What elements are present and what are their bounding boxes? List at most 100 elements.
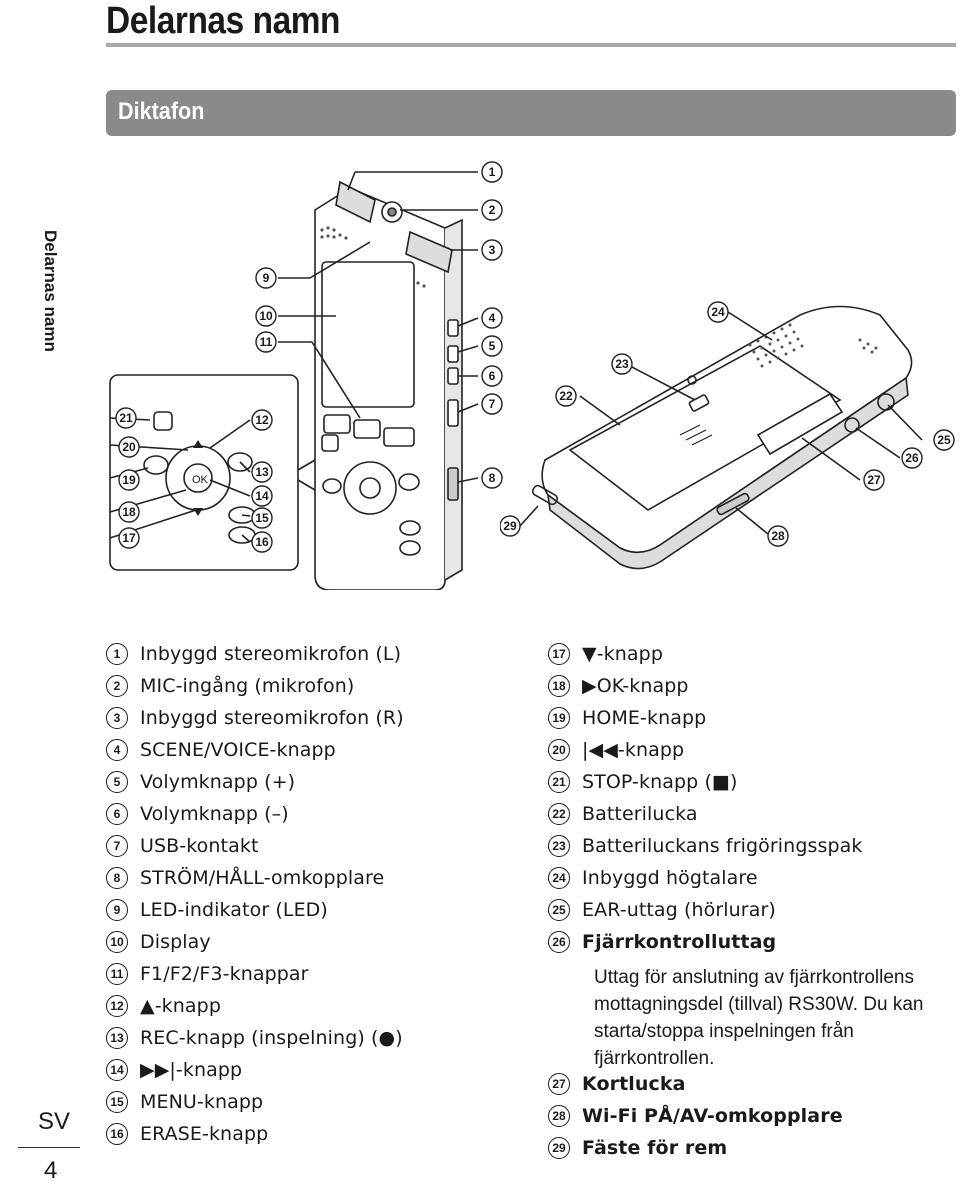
part-label: Display <box>140 931 211 953</box>
callout-12: 12 <box>251 409 273 431</box>
language-divider <box>18 1147 80 1148</box>
callout-number: 23 <box>548 835 570 857</box>
callout-number: 12 <box>106 995 128 1017</box>
part-label: MENU-knapp <box>140 1091 264 1113</box>
ear-jack <box>877 393 895 411</box>
callout-number: 21 <box>548 771 570 793</box>
svg-text:28: 28 <box>771 529 785 543</box>
power-hold-switch <box>447 467 459 501</box>
list-item: 9 LED-indikator (LED) <box>106 894 404 926</box>
callout-number: 9 <box>106 899 128 921</box>
callout-7: 7 <box>481 393 503 415</box>
part-label: SCENE/VOICE-knapp <box>140 739 336 761</box>
device-illustration: OK <box>109 161 923 590</box>
svg-text:1: 1 <box>489 165 496 179</box>
back-callouts: 22 23 25 26 27 28 29 <box>500 353 955 547</box>
svg-text:12: 12 <box>255 413 269 427</box>
svg-text:15: 15 <box>255 511 269 525</box>
f3-button <box>383 427 415 447</box>
part-label: |◀◀-knapp <box>582 739 685 761</box>
callout-23: 23 <box>611 353 633 375</box>
part-label: Fjärrkontrolluttag <box>582 931 777 953</box>
list-item: 20|◀◀-knapp <box>548 734 862 766</box>
part-label: STOP-knapp (■) <box>582 771 738 793</box>
part-label: Volymknapp (–) <box>140 803 289 825</box>
part-label: ▲-knapp <box>140 995 221 1017</box>
callout-number: 6 <box>106 803 128 825</box>
svg-text:5: 5 <box>489 339 496 353</box>
front-nav-ring <box>343 461 397 515</box>
part-label: USB-kontakt <box>140 835 259 857</box>
callout-number: 25 <box>548 899 570 921</box>
callout-number: 28 <box>548 1105 570 1127</box>
callout-21: 21 <box>115 407 137 429</box>
svg-text:21: 21 <box>119 411 133 425</box>
part-label: ▶OK-knapp <box>582 675 689 697</box>
front-grille-left <box>320 226 348 240</box>
svg-text:4: 4 <box>489 311 496 325</box>
svg-text:9: 9 <box>263 271 270 285</box>
callout-27: 27 <box>863 469 885 491</box>
part-label: Kortlucka <box>582 1073 686 1095</box>
callout-number: 27 <box>548 1073 570 1095</box>
callout-4: 4 <box>481 307 503 329</box>
part-label: REC-knapp (inspelning) (●) <box>140 1027 403 1049</box>
part-label: Fäste för rem <box>582 1137 728 1159</box>
section-title: Diktafon <box>118 98 205 125</box>
ok-label: OK <box>192 474 209 486</box>
battery-release-lever <box>688 394 710 412</box>
page-number: 4 <box>44 1157 58 1184</box>
callout-11: 11 <box>255 331 277 353</box>
callout-22: 22 <box>555 385 577 407</box>
part-label: HOME-knapp <box>582 707 707 729</box>
part-label: STRÖM/HÅLL-omkopplare <box>140 867 385 889</box>
callout-3: 3 <box>481 239 503 261</box>
part-label: F1/F2/F3-knappar <box>140 963 309 985</box>
part-label: EAR-uttag (hörlurar) <box>582 899 776 921</box>
side-tab-label: Delarnas namn <box>41 230 60 352</box>
part-label: Inbyggd stereomikrofon (L) <box>140 643 402 665</box>
list-item: 25 EAR-uttag (hörlurar) <box>548 894 862 926</box>
callout-15: 15 <box>251 507 273 529</box>
svg-text:14: 14 <box>255 489 269 503</box>
svg-text:2: 2 <box>489 203 496 217</box>
callout-number: 13 <box>106 1027 128 1049</box>
callout-number: 26 <box>548 931 570 953</box>
part-label: ▼-knapp <box>582 643 663 665</box>
callout-number: 10 <box>106 931 128 953</box>
remote-jack <box>844 417 860 433</box>
left-callouts: 20 19 18 17 <box>118 436 140 549</box>
svg-text:8: 8 <box>489 471 496 485</box>
list-item: 17▼-knapp <box>548 638 862 670</box>
callout-2: 2 <box>481 199 503 221</box>
section-header: Diktafon <box>106 90 956 136</box>
list-item: 12 ▲-knapp <box>106 990 404 1022</box>
callout-1: 1 <box>481 161 503 183</box>
callout-number: 5 <box>106 771 128 793</box>
display-screen <box>321 261 415 408</box>
callout-number: 22 <box>548 803 570 825</box>
svg-text:11: 11 <box>260 335 273 349</box>
callout-number: 15 <box>106 1091 128 1113</box>
list-item: 13 REC-knapp (inspelning) (●) <box>106 1022 404 1054</box>
part-label: MIC-ingång (mikrofon) <box>140 675 355 697</box>
part-label: Inbyggd stereomikrofon (R) <box>140 707 404 729</box>
callout-28: 28 <box>767 525 789 547</box>
title-underline <box>106 43 956 47</box>
callout-8: 8 <box>481 467 503 489</box>
mic-left-top <box>335 180 376 224</box>
part-label: LED-indikator (LED) <box>140 899 328 921</box>
svg-text:20: 20 <box>122 440 136 454</box>
list-item: 26 Fjärrkontrolluttag <box>548 926 862 958</box>
